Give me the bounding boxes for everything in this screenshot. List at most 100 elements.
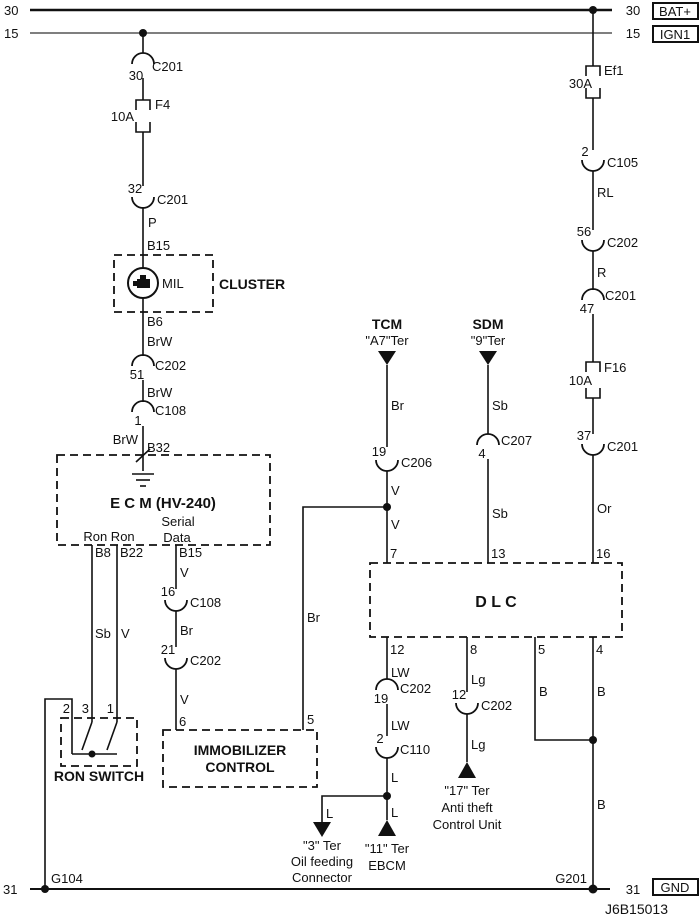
wire-color-label: B [597,797,606,812]
ign1-label: IGN1 [660,27,690,42]
engine-icon-top [140,275,146,279]
connector-c105-pin2: 2 C105 [581,144,638,172]
sdm-terminal: "9"Ter [471,333,506,348]
wire-color-label: V [180,565,189,580]
wire-color-label: BrW [147,334,173,349]
pin-label-b15-ecm: B15 [179,545,202,560]
connector-pin: 12 [452,687,466,702]
pin-label-b6: B6 [147,314,163,329]
connector-arc [375,678,399,691]
fuse-bracket-bottom [585,88,601,99]
engine-icon-body [137,279,150,288]
wire-color-label: LW [391,665,410,680]
wire-color-label: BrW [147,385,173,400]
ron-switch-box [60,717,138,767]
fuse-bracket-top [585,361,601,372]
connector-c108-pin1: 1 C108 [131,400,186,428]
connector-c201-pin32: 32 C201 [128,181,188,209]
fuse-f4: F4 10A [111,97,170,133]
pin-label-b32: B32 [147,440,170,455]
connector-pin: 30 [129,68,143,83]
anti-theft-terminal: "17" Ter [444,783,490,798]
fuse-rating: 10A [111,109,134,124]
bat-plus-label: BAT+ [659,4,691,19]
case-ground-slash [135,448,151,463]
connector-c201-pin30: 30 C201 [129,52,183,83]
switch-pin-3: 3 [82,701,89,716]
g201-junction-dot [588,884,598,894]
oil-feeding-label-1: Oil feeding [291,854,353,869]
connector-arc [164,657,188,670]
junction-dot [589,736,597,744]
connector-c202-pin21: 21 C202 [161,642,221,670]
connector-name: C207 [501,433,532,448]
immobilizer-title-1: IMMOBILIZER [194,742,287,758]
connector-c202-pin19: 19 C202 [374,678,431,706]
connector-name: C110 [400,742,430,757]
connector-name: C202 [400,681,431,696]
anti-theft-destination: "17" Ter Anti theft Control Unit [433,762,502,832]
dlc-box [369,562,623,638]
wire-color-label: Or [597,501,612,516]
wire-color-label: V [391,517,400,532]
connector-arc [455,702,479,715]
connector-arc [581,288,605,301]
dlc-pin-8: 8 [470,642,477,657]
ecm-box [56,454,271,546]
wire-color-label: V [180,692,189,707]
tcm-terminal: "A7"Ter [365,333,409,348]
oil-feeding-label-2: Connector [292,870,353,885]
pin-label-b8: B8 [95,545,111,560]
connector-pin: 19 [372,444,386,459]
connector-pin: 47 [580,301,594,316]
switch-pin-2: 2 [63,701,70,716]
anti-theft-label-2: Control Unit [433,817,502,832]
arrow-down-icon [378,351,396,365]
wire-color-label: LW [391,718,410,733]
pin-label-b15: B15 [147,238,170,253]
ebcm-terminal: "11" Ter [365,841,410,856]
arrow-up-icon [458,762,476,778]
wire-color-label: Lg [471,737,485,752]
rail-15-label-right: 15 [626,26,640,41]
junction-dot [383,503,391,511]
connector-c206-pin19: 19 C206 [372,444,432,472]
ecm-title: E C M (HV-240) [110,495,216,512]
rail-30-label-left: 30 [4,3,18,18]
ecm-ron-label: Ron Ron [83,529,134,544]
arrow-down-icon [479,351,497,365]
connector-pin: 19 [374,691,388,706]
fuse-rating: 10A [569,373,592,388]
connector-arc [164,599,188,612]
g201-label: G201 [555,871,587,886]
connector-arc [581,239,605,252]
ecm-serial-label-1: Serial [161,514,194,529]
wire-color-label: RL [597,185,614,200]
pin-label-b22: B22 [120,545,143,560]
dlc-pin-7: 7 [390,546,397,561]
fuse-name: F16 [604,360,626,375]
immobilizer-component: IMMOBILIZER CONTROL [162,729,318,788]
mil-label: MIL [162,276,184,291]
wire-color-label: L [326,806,333,821]
connector-name: C206 [401,455,432,470]
fuse-ef1: Ef1 30A [569,63,624,99]
diagram-id: J6B15013 [605,901,668,917]
ebcm-label: EBCM [368,858,406,873]
ron-switch-wires [44,545,118,889]
ground-symbol [132,473,154,487]
rail-30-label-right: 30 [626,3,640,18]
arrow-up-icon [378,820,396,836]
connector-c202-pin12: 12 C202 [452,687,512,715]
power-rail-30: 30 30 BAT+ [4,2,699,20]
oil-feeding-destination: L "3" Ter Oil feeding Connector [291,795,387,885]
fuse-bracket-top [135,99,151,110]
ground-riser-wire [44,698,73,889]
dlc-pin-4: 4 [596,642,603,657]
immobilizer-box [162,729,318,788]
immobilizer-title-2: CONTROL [205,759,275,775]
connector-name: C201 [152,59,183,74]
ebcm-destination: "11" Ter EBCM [365,820,410,873]
wire-color-label: L [391,770,398,785]
ground-rail-31: G104 G201 31 31 GND [3,871,699,897]
